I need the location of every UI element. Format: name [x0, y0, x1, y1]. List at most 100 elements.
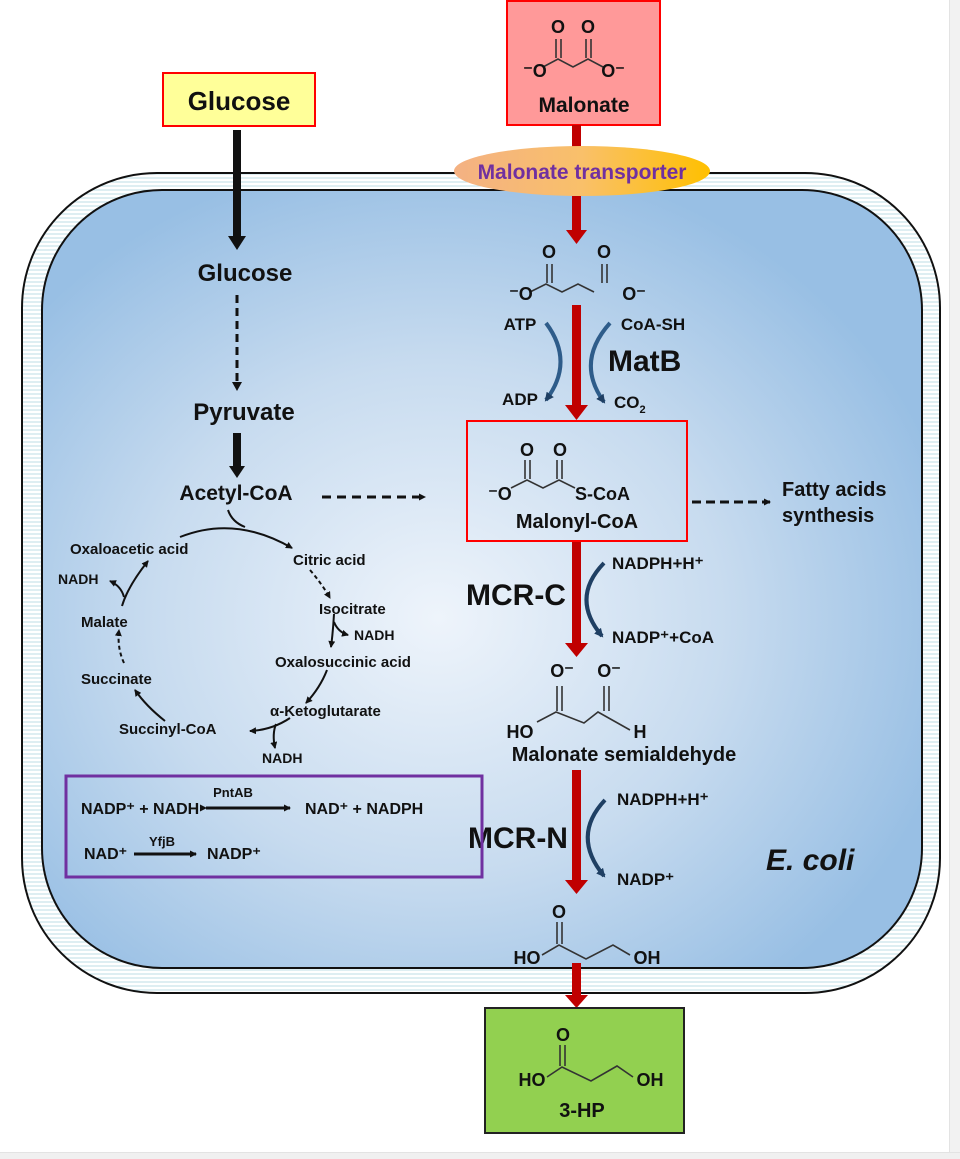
- glucose-external-label: Glucose: [188, 86, 291, 116]
- cofactor-regeneration-box: NADP⁺ + NADH PntAB NAD⁺ + NADPH NAD⁺ Yfj…: [64, 774, 484, 879]
- yfjb-enzyme-label: YfjB: [149, 834, 175, 849]
- tca-arrow-isocitrate-to-oxalosuccinic: [328, 613, 336, 648]
- svg-text:O: O: [597, 242, 611, 262]
- tca-nadh-akg-label: NADH: [262, 750, 302, 766]
- 3hp-product-label: 3-HP: [559, 1100, 605, 1122]
- tca-oxaloacetic-acid: Oxaloacetic acid: [70, 541, 188, 558]
- tca-arrow-akg-to-succinylcoa: [249, 717, 291, 735]
- svg-text:H: H: [634, 722, 647, 742]
- malonate-intracellular-structure: [529, 264, 608, 293]
- 3hp-export-arrow: [572, 963, 581, 999]
- malonyl-coa-label: Malonyl-CoA: [516, 511, 638, 533]
- tca-cycle: [109, 509, 349, 749]
- svg-text:⁻O: ⁻O: [523, 61, 547, 81]
- cytoplasm: [41, 189, 923, 969]
- pyruvate-label: Pyruvate: [193, 399, 294, 426]
- matb-reaction-arrowhead: [565, 405, 588, 420]
- co2-label: CO2: [614, 393, 646, 416]
- mcr-c-enzyme-label: MCR-C: [466, 579, 566, 612]
- mcr-c-reaction-arrowhead: [565, 643, 588, 657]
- mcr-n-reaction-arrowhead: [565, 880, 588, 894]
- malonate-external-box: O O ⁻O O⁻ Malonate: [506, 0, 661, 126]
- svg-text:HO: HO: [507, 722, 534, 742]
- mcr-c-input-label: NADPH+H⁺: [612, 554, 704, 573]
- acetylcoa-into-tca: [227, 509, 246, 528]
- coa-sh-label: CoA-SH: [621, 315, 685, 334]
- mcr-n-reaction-arrow: [572, 770, 581, 883]
- s-coa-label: S-CoA: [575, 484, 630, 504]
- yfjb-left: NAD⁺: [84, 846, 127, 863]
- tca-alpha-ketoglutarate: α-Ketoglutarate: [270, 703, 381, 720]
- mcr-c-reaction-arrow: [572, 542, 581, 645]
- svg-text:O: O: [551, 17, 565, 37]
- coash-to-co2-arrow: [589, 321, 612, 404]
- svg-text:HO: HO: [519, 1070, 546, 1090]
- mcr-c-cofactor-arrow: [584, 561, 606, 638]
- atp-label: ATP: [504, 315, 537, 334]
- fatty-acids-label-line1: Fatty acids: [782, 479, 886, 501]
- svg-text:O: O: [552, 902, 566, 922]
- tca-isocitrate: Isocitrate: [319, 601, 386, 618]
- mcr-n-cofactor-arrow: [585, 798, 607, 878]
- adp-label: ADP: [502, 390, 538, 409]
- right-edge-scrollbar: [949, 0, 960, 1159]
- pyruvate-to-acetylcoa-arrowhead: [229, 466, 245, 478]
- tca-arrow-succinylcoa-to-succinate: [134, 689, 166, 722]
- mcr-n-enzyme-label: MCR-N: [468, 822, 568, 855]
- svg-text:⁻O: ⁻O: [509, 284, 533, 304]
- tca-malate: Malate: [81, 614, 128, 631]
- 3hp-product-structure: [546, 1045, 634, 1082]
- tca-arrow-oxalosuccinic-to-akg: [305, 669, 328, 704]
- tca-succinate: Succinate: [81, 671, 152, 688]
- pntab-right: NAD⁺ + NADPH: [305, 801, 423, 818]
- svg-text:O: O: [553, 440, 567, 460]
- 3hp-intracellular-structure: [541, 922, 631, 960]
- svg-text:HO: HO: [514, 948, 541, 968]
- malonate-structure: [542, 39, 604, 68]
- glucose-import-arrowhead: [228, 236, 246, 250]
- matb-enzyme-label: MatB: [608, 345, 681, 378]
- tca-arrow-malate-to-oaa: [121, 560, 149, 607]
- acetyl-coa-label: Acetyl-CoA: [179, 482, 292, 505]
- tca-nadh-isocitrate-label: NADH: [354, 627, 394, 643]
- svg-text:O: O: [520, 440, 534, 460]
- mcr-c-output-label: NADP⁺+CoA: [612, 628, 714, 647]
- svg-text:O⁻: O⁻: [601, 61, 625, 81]
- organism-label: E. coli: [766, 844, 855, 877]
- atp-to-adp-arrow: [544, 321, 563, 402]
- svg-text:O: O: [581, 17, 595, 37]
- fatty-acids-label-line2: synthesis: [782, 505, 874, 527]
- malonyl-coa-structure: [510, 460, 576, 489]
- pntab-left: NADP⁺ + NADH: [81, 801, 199, 818]
- pntab-enzyme-label: PntAB: [213, 785, 253, 800]
- svg-text:O⁻: O⁻: [622, 284, 646, 304]
- malonate-external-label: Malonate: [538, 94, 629, 117]
- tca-oxalosuccinic-acid: Oxalosuccinic acid: [275, 654, 411, 671]
- 3hp-product-box: O HO OH 3-HP: [484, 1007, 685, 1134]
- tca-nadh-malate-label: NADH: [58, 571, 98, 587]
- matb-reaction-arrow: [572, 305, 581, 408]
- mcr-n-input-label: NADPH+H⁺: [617, 790, 709, 809]
- tca-nadh-isocitrate: [333, 621, 349, 637]
- malonate-import-line: [572, 125, 581, 155]
- malonate-semialdehyde-structure: [536, 686, 631, 731]
- tca-succinyl-coa: Succinyl-CoA: [119, 721, 217, 738]
- svg-text:OH: OH: [634, 948, 661, 968]
- bottom-edge: [0, 1152, 960, 1159]
- malonate-transport-arrow: [572, 196, 581, 232]
- svg-text:OH: OH: [637, 1070, 664, 1090]
- tca-citric-acid: Citric acid: [293, 552, 366, 569]
- malonate-transporter-label: Malonate transporter: [478, 161, 687, 184]
- svg-text:O: O: [542, 242, 556, 262]
- malonate-semialdehyde-label: Malonate semialdehyde: [512, 744, 737, 766]
- glucose-intracellular-label: Glucose: [198, 260, 293, 287]
- glucose-external-box: Glucose: [162, 72, 316, 127]
- glycolysis-arrowhead: [232, 382, 242, 391]
- svg-text:⁻O: ⁻O: [488, 484, 512, 504]
- svg-text:O⁻: O⁻: [550, 661, 574, 681]
- tca-arrow-oaa-to-citric: [179, 527, 293, 549]
- 3hp-export-arrowhead: [565, 995, 588, 1008]
- tca-arrow-citric-to-isocitrate: [309, 569, 331, 599]
- tca-nadh-malate: [109, 580, 125, 598]
